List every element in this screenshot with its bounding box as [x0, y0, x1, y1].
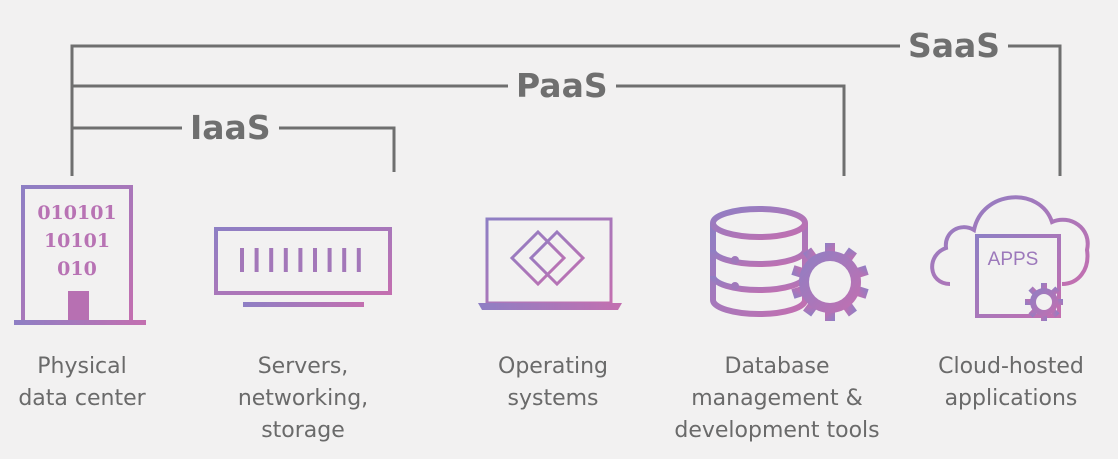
caption-line: Operating	[498, 354, 608, 379]
caption-line: networking,	[237, 386, 369, 411]
gear-tooth	[1041, 314, 1047, 321]
caption-line: Database	[724, 354, 830, 379]
caption-line: Physical	[37, 354, 127, 379]
server-bar	[269, 248, 274, 272]
data-center-icon: 010101 10101 010	[14, 185, 146, 325]
iaas-bracket	[72, 126, 396, 172]
server-bar	[327, 248, 332, 272]
caption-physical-data-center: Physical data center	[0, 351, 202, 415]
binary-line-3: 010	[57, 258, 97, 280]
server-bar	[356, 248, 361, 272]
binary-line-2: 10101	[44, 230, 110, 252]
gear-tooth	[825, 311, 835, 321]
laptop-os-icon	[478, 217, 622, 310]
cloud-apps-icon: APPS	[930, 195, 1090, 321]
gear-hole	[1036, 294, 1052, 310]
caption-line: management &	[691, 386, 863, 411]
caption-cloud-hosted-applications: Cloud-hosted applications	[891, 351, 1118, 415]
database-gear-icon	[710, 206, 869, 321]
caption-servers-networking-storage: Servers, networking, storage	[183, 351, 423, 447]
iaas-label: IaaS	[182, 108, 279, 148]
caption-line: data center	[18, 386, 146, 411]
apps-label: APPS	[988, 249, 1039, 270]
server-bar	[283, 248, 288, 272]
server-bar	[342, 248, 347, 272]
server-bar	[298, 248, 303, 272]
server-bar	[240, 248, 244, 272]
binary-line-1: 010101	[37, 202, 116, 224]
caption-database-dev-tools: Database management & development tools	[657, 351, 897, 447]
server-icon	[214, 227, 392, 307]
paas-label: PaaS	[508, 66, 616, 106]
caption-line: Servers,	[257, 354, 349, 379]
paas-bracket	[72, 84, 846, 176]
gear-tooth	[825, 243, 835, 253]
saas-bracket	[70, 44, 1062, 176]
saas-label: SaaS	[900, 26, 1009, 66]
caption-line: development tools	[674, 418, 880, 443]
server-bar	[313, 248, 317, 272]
gear-hole	[809, 261, 851, 303]
server-bar	[254, 248, 259, 272]
caption-line: Cloud-hosted	[938, 354, 1084, 379]
caption-line: applications	[944, 386, 1078, 411]
gear-tooth	[1041, 283, 1047, 290]
caption-line: storage	[261, 418, 345, 443]
tier-brackets	[70, 44, 1062, 176]
caption-operating-systems: Operating systems	[433, 351, 673, 415]
caption-line: systems	[507, 386, 599, 411]
